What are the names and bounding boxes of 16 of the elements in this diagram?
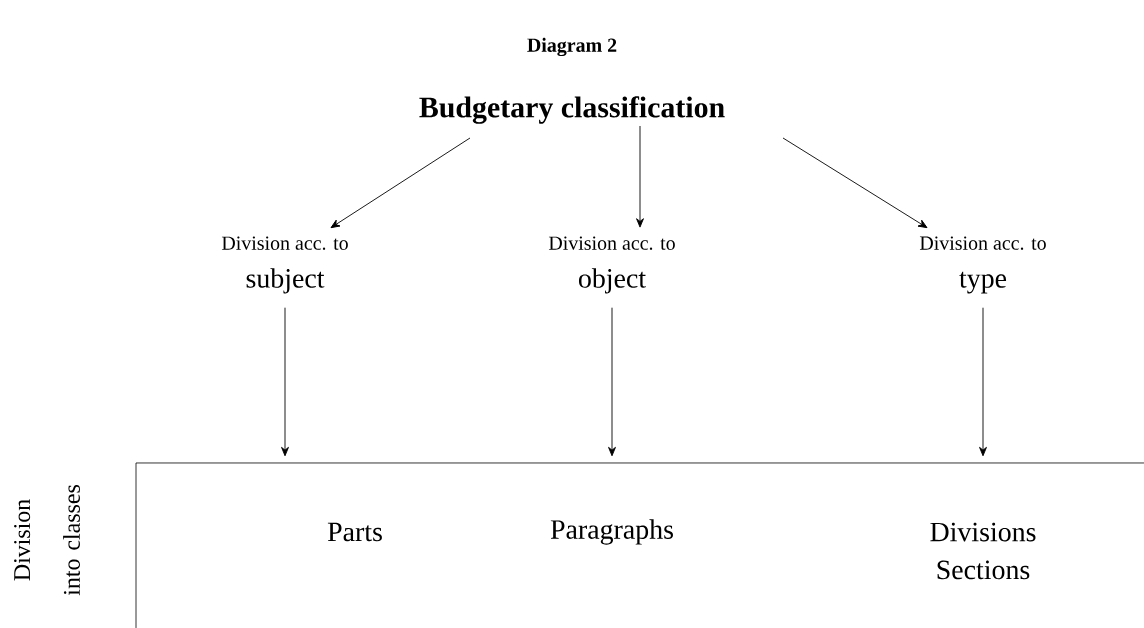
open-box — [135, 462, 1144, 628]
category-text: Division acc. to object — [548, 236, 675, 294]
arrow — [281, 307, 289, 457]
arrow — [979, 307, 987, 457]
heading-text: Budgetary classification — [419, 96, 725, 124]
class-text: Paragraphs — [550, 519, 673, 545]
arrow — [608, 307, 616, 457]
arrow — [636, 125, 644, 228]
arrow — [330, 137, 471, 229]
category-text: Division acc. to subject — [221, 236, 348, 294]
class-text: Parts — [327, 522, 382, 542]
arrow — [782, 137, 928, 229]
title: Diagram 2 — [527, 37, 617, 57]
category-text: Division acc. to type — [919, 236, 1046, 294]
class-text: Divisions Sections — [930, 522, 1036, 580]
side-label: Division into classes — [14, 485, 80, 596]
